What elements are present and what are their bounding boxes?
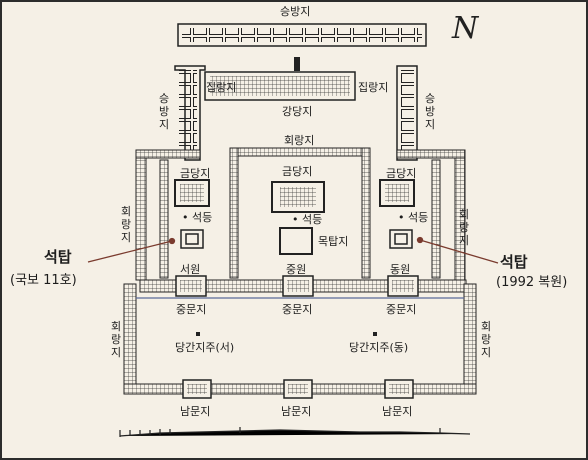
north-arrow-icon: N	[452, 11, 479, 46]
stone-pagoda-east-note: (1992 복원)	[496, 275, 568, 290]
hoerangji-center-label: 회랑지	[284, 134, 315, 147]
stone-pagoda-east	[389, 229, 413, 249]
moktap-site	[279, 227, 313, 255]
seokdeung-west-label: • 석등	[182, 211, 213, 224]
lower-cloister	[123, 283, 477, 395]
seokdeung-center-label: • 석등	[292, 213, 323, 226]
seungbangji-east-label: 승방지	[424, 92, 436, 131]
jungmunji-east-label: 중문지	[386, 303, 417, 316]
stone-pagoda-west-title: 석탑	[44, 248, 72, 266]
central-cloister	[229, 147, 371, 279]
jungwon-label: 중원	[286, 263, 307, 276]
dongwon-label: 동원	[390, 263, 411, 276]
geumdang-west	[174, 179, 210, 207]
danggan-east-label: 당간지주(동)	[349, 341, 409, 354]
hoerangji-lower-west-label: 회랑지	[110, 320, 122, 359]
outer-cloister	[135, 149, 466, 281]
jibrangji-east-label: 집랑지	[358, 81, 389, 94]
stone-pagoda-west-note: (국보 11호)	[10, 273, 77, 288]
nammunji-west-label: 남문지	[180, 405, 211, 418]
danggan-west-label: 당간지주(서)	[175, 341, 235, 354]
seungbangji-west	[174, 65, 206, 161]
geumdangji-center-label: 금당지	[282, 165, 313, 178]
danggan-east-mark	[373, 332, 377, 336]
nammunji-east-label: 남문지	[382, 405, 413, 418]
seokdeung-east-label: • 석등	[398, 211, 429, 224]
hoerangji-east-label: 회랑지	[458, 208, 470, 247]
seowon-label: 서원	[180, 263, 201, 276]
gangdangji-label: 강당지	[282, 105, 313, 118]
stone-pagoda-west	[180, 229, 204, 249]
jungmunji-center-label: 중문지	[282, 303, 313, 316]
geumdang-east	[379, 179, 415, 207]
jungmunji-west-label: 중문지	[176, 303, 207, 316]
seungbangji-north	[177, 23, 427, 47]
jibrangji-west-label: 집랑지	[206, 81, 237, 94]
moktapji-label: 목탑지	[318, 235, 349, 248]
stone-pagoda-east-title: 석탑	[500, 253, 528, 271]
nammunji-center-label: 남문지	[281, 405, 312, 418]
hoerangji-lower-east-label: 회랑지	[480, 320, 492, 359]
geumdangji-west-label: 금당지	[180, 167, 211, 180]
seungbangji-north-label: 승방지	[280, 5, 311, 18]
danggan-west-mark	[196, 332, 200, 336]
south-gates	[182, 379, 414, 399]
seungbangji-west-label: 승방지	[158, 92, 170, 131]
gangdangji	[204, 57, 356, 101]
middle-gate-row	[139, 275, 467, 297]
geumdangji-east-label: 금당지	[386, 167, 417, 180]
hoerangji-west-label: 회랑지	[120, 205, 132, 244]
scale-bar	[119, 427, 471, 437]
seungbangji-east	[396, 65, 418, 161]
callout-lines	[87, 236, 499, 264]
geumdang-center	[271, 181, 325, 213]
